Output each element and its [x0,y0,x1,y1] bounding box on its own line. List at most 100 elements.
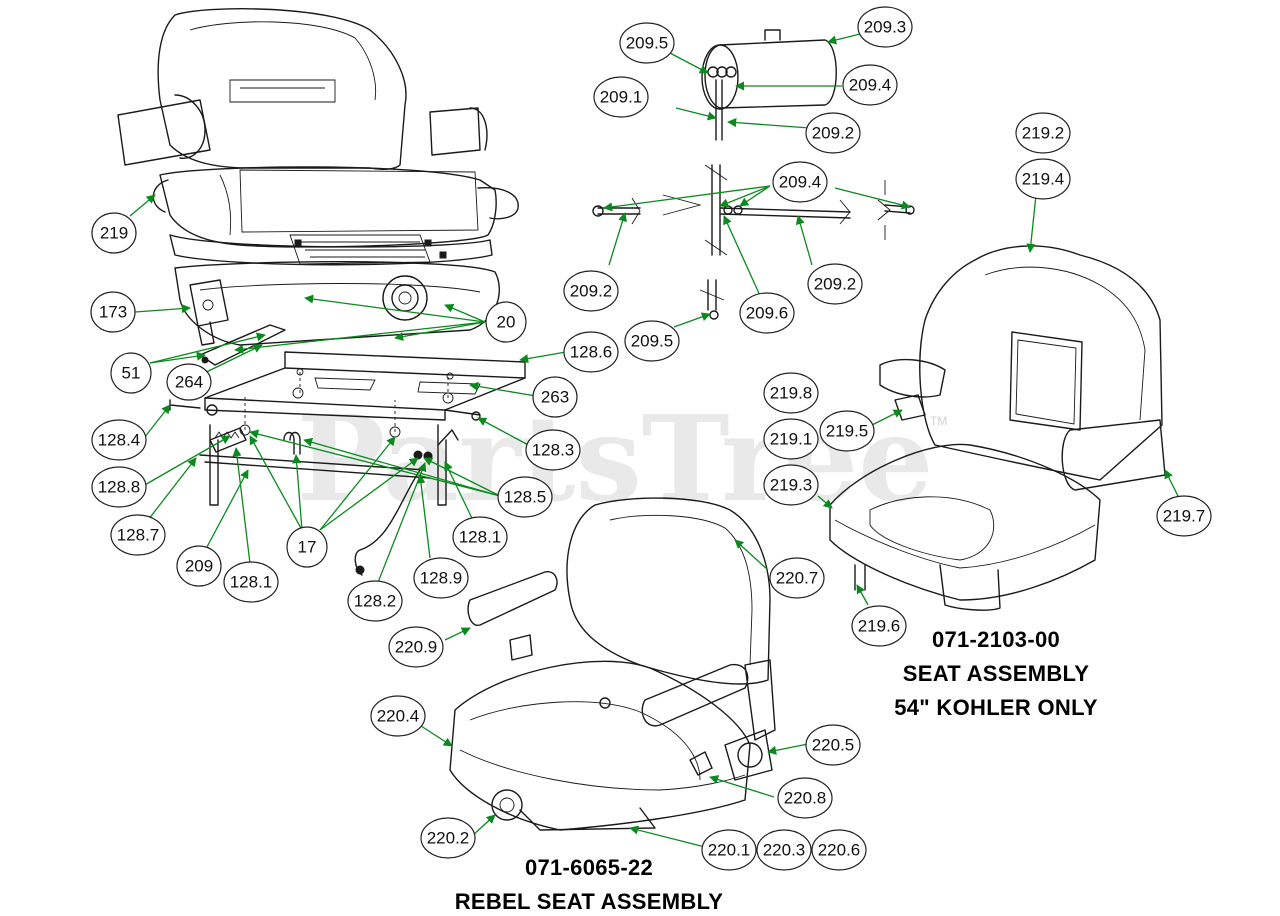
callout-51[interactable]: 51 [110,352,152,394]
callout-label: 173 [99,303,127,322]
callout-label: 220.4 [377,707,420,726]
watermark: PartsTree TM [297,389,948,528]
callout-220-6[interactable]: 220.6 [811,829,867,871]
callout-label: 220.9 [395,638,438,657]
callout-220-4[interactable]: 220.4 [370,695,426,737]
callout-label: 220.1 [708,841,751,860]
callout-264[interactable]: 264 [166,363,212,401]
callout-209-2[interactable]: 209.2 [563,270,619,312]
callout-209-5[interactable]: 209.5 [624,320,680,362]
callout-label: 219.2 [1022,124,1065,143]
callout-220-1[interactable]: 220.1 [701,829,757,871]
callout-label: 209.1 [600,88,643,107]
callout-209-6[interactable]: 209.6 [739,292,795,334]
callout-128-9[interactable]: 128.9 [413,557,469,599]
seat-b-part-number: 071-6065-22 [525,855,653,880]
callouts: 209.3 209.5 209.4 209.1 209.2 209.4 209.… [90,6,1212,871]
callout-173[interactable]: 173 [90,291,136,333]
callout-label: 209 [185,557,213,576]
callout-label: 209.2 [570,282,613,301]
callout-label: 128.6 [570,343,613,362]
callout-label: 209.5 [631,332,674,351]
callout-128-1[interactable]: 128.1 [452,516,508,558]
seat-a-part-number: 071-2103-00 [932,627,1060,652]
seat-a-caption: 071-2103-00 SEAT ASSEMBLY 54" KOHLER ONL… [894,627,1098,720]
callout-label: 128.7 [117,526,160,545]
callout-219-4[interactable]: 219.4 [1015,158,1071,200]
seat-a-title: SEAT ASSEMBLY [903,661,1089,686]
callout-label: 17 [298,538,317,557]
callout-220-3[interactable]: 220.3 [756,829,812,871]
callout-128-3[interactable]: 128.3 [525,429,581,471]
callout-128-7[interactable]: 128.7 [110,514,166,556]
callout-219-1[interactable]: 219.1 [763,418,819,460]
callout-label: 209.2 [814,275,857,294]
callout-219-5[interactable]: 219.5 [819,410,875,452]
callout-label: 209.4 [779,173,822,192]
callout-209-4[interactable]: 209.4 [842,64,898,106]
callout-128-5[interactable]: 128.5 [497,476,553,518]
callout-label: 209.3 [864,18,907,37]
callout-label: 209.2 [812,124,855,143]
callout-17[interactable]: 17 [286,526,328,568]
watermark-text: PartsTree [297,389,934,528]
callout-label: 128.3 [532,441,575,460]
callout-label: 219.7 [1163,507,1206,526]
callout-label: 220.6 [818,841,861,860]
callout-263[interactable]: 263 [532,376,578,418]
callout-label: 128.2 [354,592,397,611]
callout-label: 209.6 [746,304,789,323]
callout-220-5[interactable]: 220.5 [805,724,861,766]
callout-220-7[interactable]: 220.7 [769,557,825,599]
callout-label: 209.4 [849,76,892,95]
callout-label: 219.4 [1022,170,1065,189]
seat-b-caption: 071-6065-22 REBEL SEAT ASSEMBLY [455,855,724,914]
callout-209-3[interactable]: 209.3 [857,6,913,48]
callout-label: 128.1 [459,528,502,547]
callout-219[interactable]: 219 [91,212,137,254]
callout-209-4[interactable]: 209.4 [772,161,828,203]
callout-label: 219.8 [770,384,813,403]
callout-label: 220.2 [427,829,470,848]
callout-label: 128.8 [98,478,141,497]
callout-128-4[interactable]: 128.4 [91,419,147,461]
callout-219-3[interactable]: 219.3 [763,464,819,506]
callout-209-1[interactable]: 209.1 [593,76,649,118]
callout-label: 219.3 [770,476,813,495]
callout-label: 209.5 [626,34,669,53]
callout-209[interactable]: 209 [176,545,222,587]
callout-128-2[interactable]: 128.2 [347,580,403,622]
seat-220-drawing [449,497,776,831]
callout-219-6[interactable]: 219.6 [851,605,907,647]
roller-assembly-drawing [592,29,915,320]
callout-label: 219.6 [858,617,901,636]
callout-label: 220.8 [784,789,827,808]
seat-b-title: REBEL SEAT ASSEMBLY [455,889,724,914]
callout-label: 220.5 [812,736,855,755]
callout-128-8[interactable]: 128.8 [91,466,147,508]
callout-20[interactable]: 20 [485,301,527,343]
callout-219-7[interactable]: 219.7 [1156,495,1212,537]
callout-209-5[interactable]: 209.5 [619,22,675,64]
callout-220-8[interactable]: 220.8 [777,777,833,819]
callout-219-2[interactable]: 219.2 [1015,112,1071,154]
seat-219-drawing [829,245,1166,611]
callout-label: 20 [497,313,516,332]
callout-label: 263 [541,388,569,407]
callout-label: 219.5 [826,422,869,441]
callout-128-1[interactable]: 128.1 [223,561,279,603]
seat-a-note: 54" KOHLER ONLY [894,695,1098,720]
callout-209-2[interactable]: 209.2 [807,263,863,305]
callout-label: 128.1 [230,573,273,592]
callout-label: 219 [100,224,128,243]
callout-label: 128.5 [504,488,547,507]
callout-label: 128.4 [98,431,141,450]
callout-label: 219.1 [770,430,813,449]
callout-219-8[interactable]: 219.8 [763,372,819,414]
callout-220-9[interactable]: 220.9 [388,626,444,668]
leader-lines [129,33,1181,848]
callout-209-2[interactable]: 209.2 [805,112,861,154]
callout-220-2[interactable]: 220.2 [420,817,476,859]
callout-128-6[interactable]: 128.6 [563,331,619,373]
